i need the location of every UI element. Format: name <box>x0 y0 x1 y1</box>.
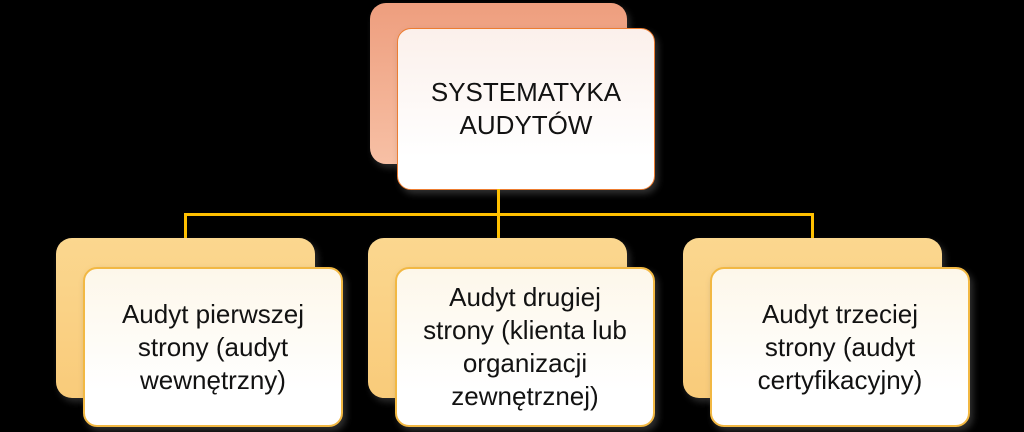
connector-horizontal-bar <box>184 213 814 216</box>
connector-drop-left <box>184 215 187 240</box>
child-node-2-card: Audyt drugiej strony (klienta lub organi… <box>395 267 655 427</box>
root-node-label: SYSTEMATYKA AUDYTÓW <box>430 77 622 140</box>
connector-root-stem <box>497 189 500 215</box>
child-node-1-card: Audyt pierwszej strony (audyt wewnętrzny… <box>83 267 343 427</box>
child-node-3-card: Audyt trzeciej strony (audyt certyfikacy… <box>710 267 970 427</box>
child-node-1-label: Audyt pierwszej strony (audyt wewnętrzny… <box>121 298 305 395</box>
child-node-3-label: Audyt trzeciej strony (audyt certyfikacy… <box>757 298 923 395</box>
connector-drop-middle <box>497 215 500 240</box>
root-node-card: SYSTEMATYKA AUDYTÓW <box>397 28 655 190</box>
child-node-2-label: Audyt drugiej strony (klienta lub organi… <box>423 282 627 411</box>
connector-drop-right <box>811 215 814 240</box>
